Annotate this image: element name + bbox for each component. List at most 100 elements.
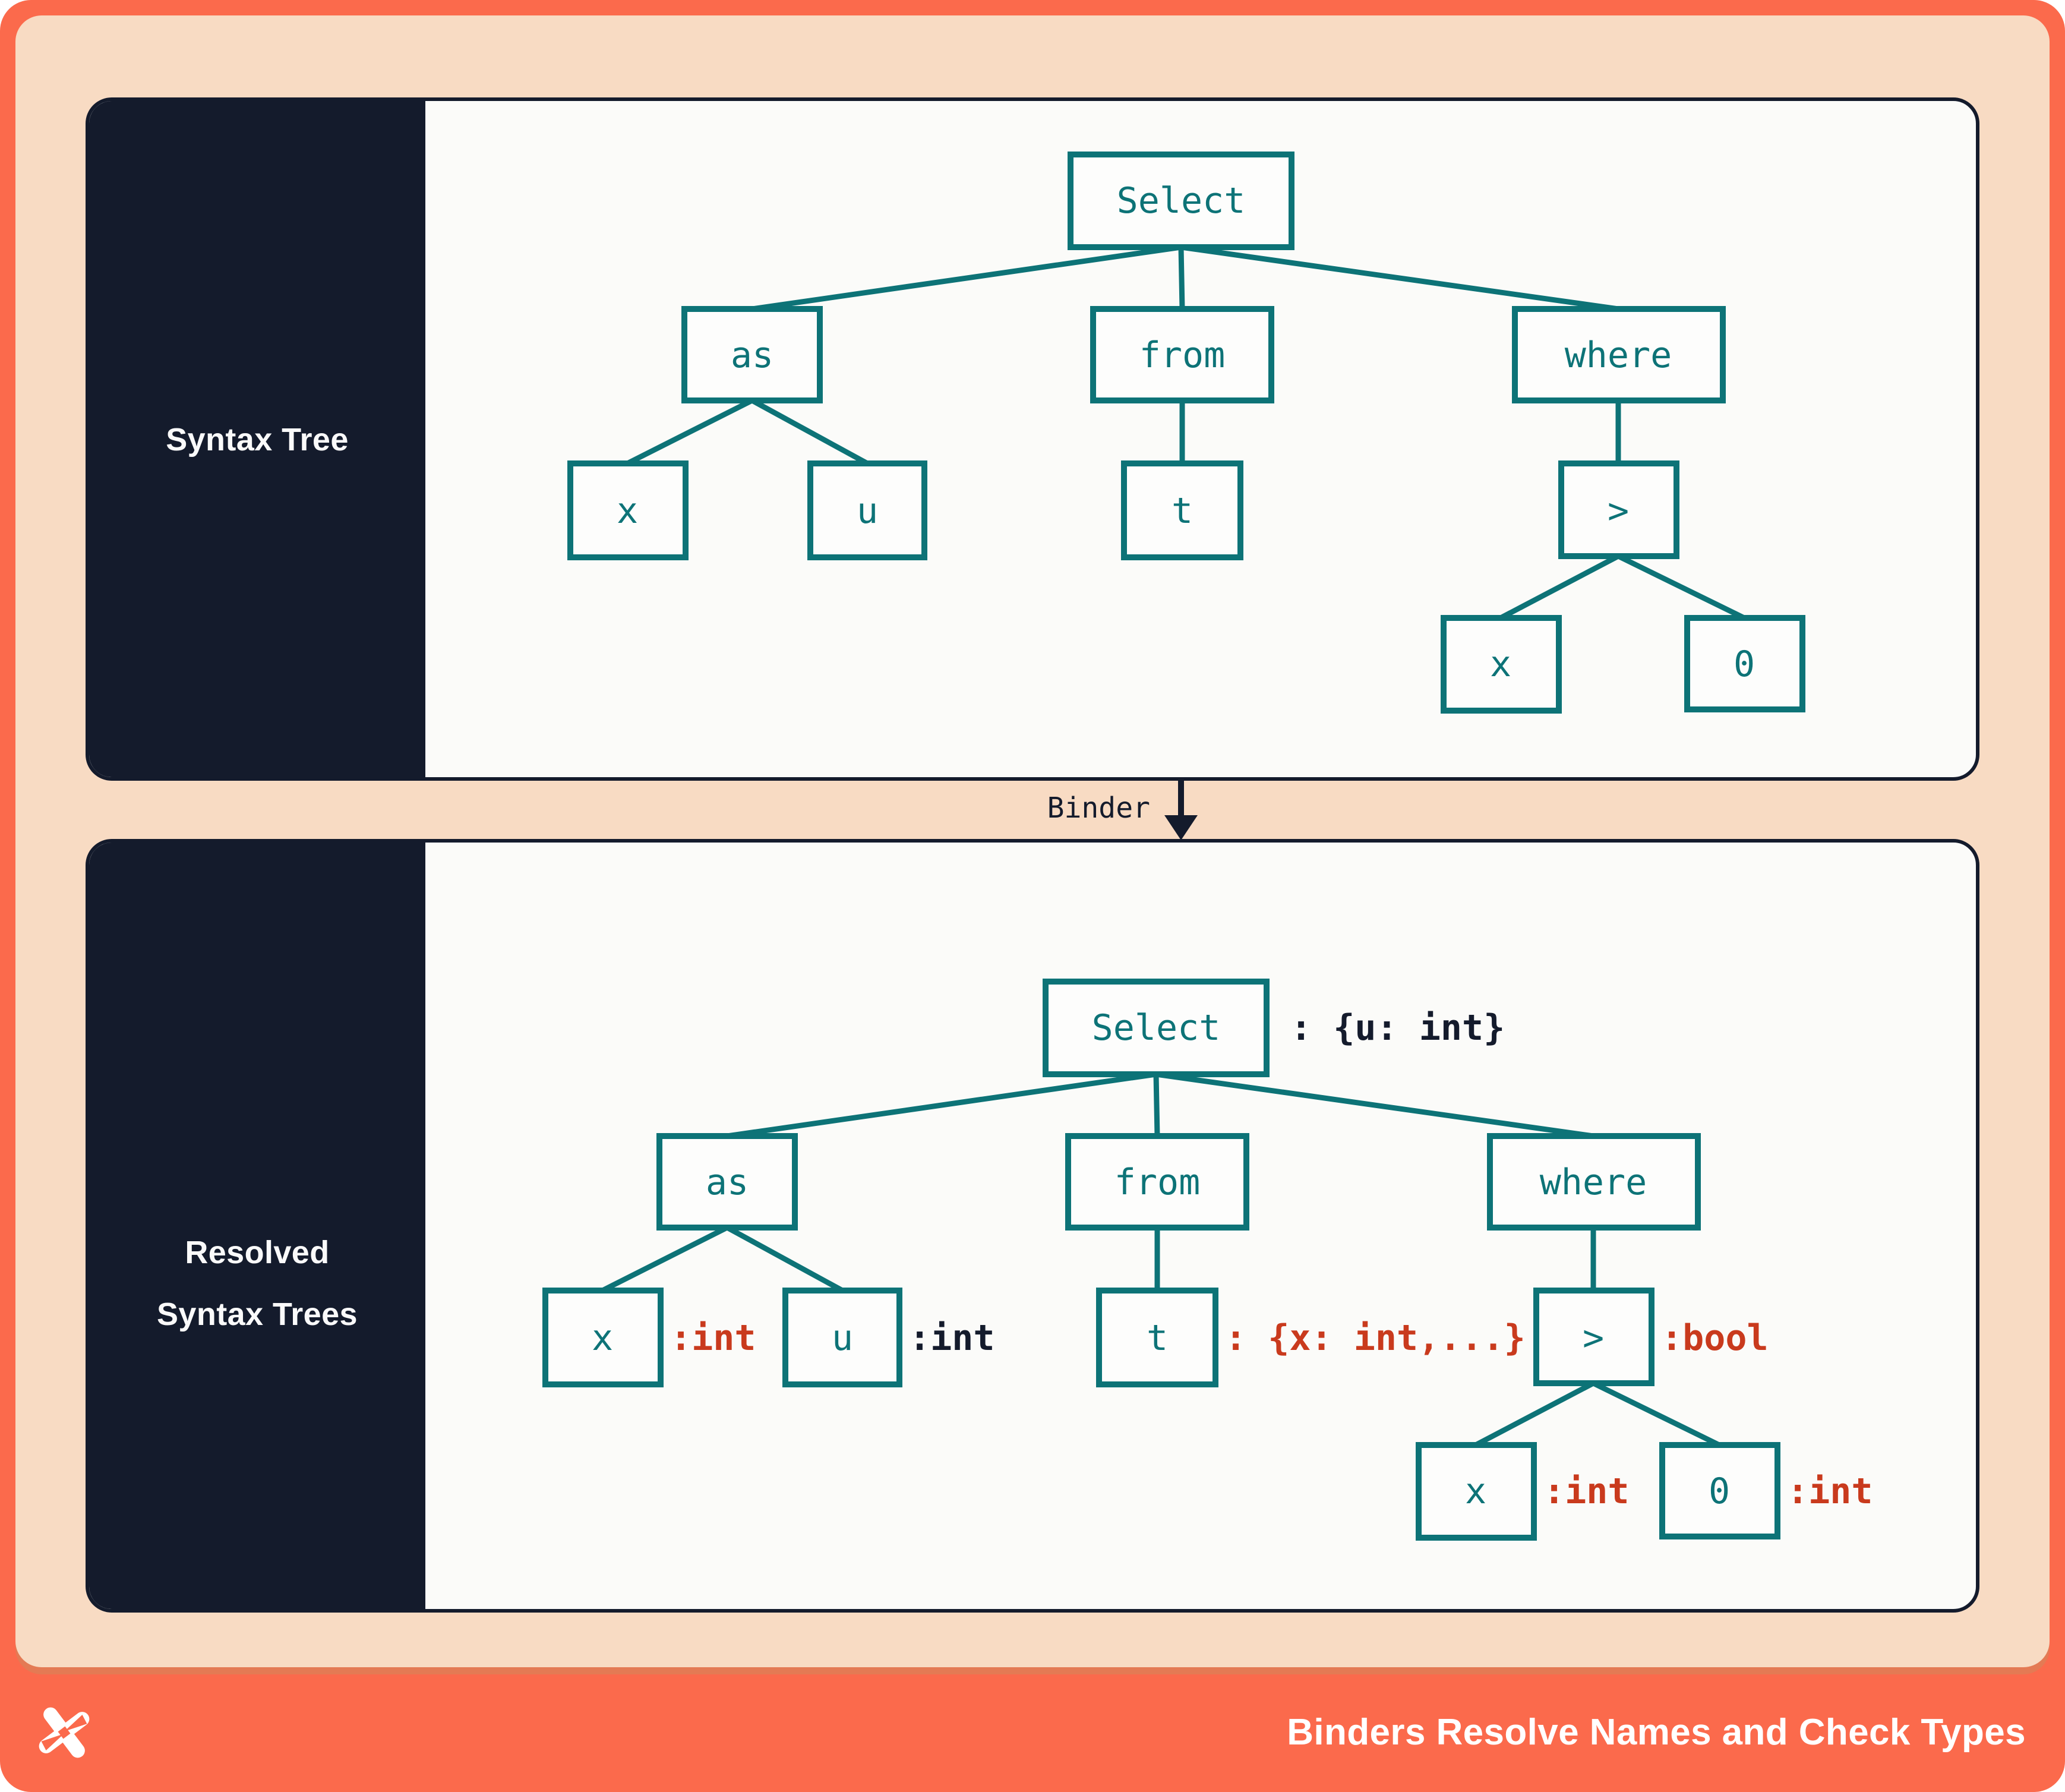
node-label: > [1583,1317,1604,1359]
syntax-tree-figure: Select as from where x [567,152,1805,714]
tree-node-as: as [656,1133,798,1231]
node-box [542,1288,664,1387]
logo-diamond-hole [58,1726,71,1739]
logo-shape [39,1707,90,1758]
tree-node-x2: x [1441,615,1562,714]
binder-label: Binder [1047,791,1150,825]
edge-select-where [1155,1071,1594,1139]
type-annotation-gt: :bool [1661,1317,1769,1359]
pinwheel-x-logo [39,1707,90,1758]
edge-gt-x [1499,554,1620,620]
node-label: as [731,335,773,376]
tree-edges [601,1071,1720,1448]
node-box [656,1133,798,1231]
tree-node-from: from [1065,1133,1249,1231]
tree-node-t: t [1096,1288,1218,1387]
resolved-title-line1: Resolved [185,1234,330,1270]
node-box [1659,1442,1780,1539]
tree-node-t: t [1121,460,1243,560]
resolved-syntax-trees-panel: Select : {u: int} as from where x [86,839,1979,1613]
arrow-head [1164,815,1198,840]
node-label: Select [1117,180,1246,222]
type-annotation-x: :int [670,1317,756,1359]
node-label: x [617,490,638,532]
node-box [681,306,823,403]
edge-gt-zero [1617,553,1745,621]
node-label: t [1147,1317,1168,1359]
resolved-trees-sidebar: Resolved Syntax Trees [89,843,425,1609]
node-label: from [1139,335,1226,376]
node-box [1065,1133,1249,1231]
edge-as-u [750,398,869,466]
node-label: u [857,490,878,532]
edge-as-x [601,1225,729,1293]
syntax-tree-sidebar: Syntax Tree [89,101,425,777]
node-label: where [1565,335,1672,376]
tree-node-u: u [807,460,927,560]
node-box [1441,615,1562,714]
tree-edges [626,244,1745,621]
tree-node-zero: 0 [1659,1442,1780,1539]
tree-node-zero: 0 [1684,615,1805,712]
logo-notch [41,1733,64,1751]
node-label: x [1465,1471,1486,1512]
node-box [1487,1133,1701,1231]
tree-node-u: u [782,1288,902,1387]
edge-select-as [752,244,1182,312]
logo-notch [64,1714,87,1732]
node-label: t [1172,490,1193,532]
node-box [1512,306,1726,403]
tree-node-gt: > [1533,1288,1654,1386]
type-annotation-u: :int [909,1317,995,1359]
edge-select-from [1178,247,1185,310]
type-annotation-select: : {u: int} [1290,1007,1505,1049]
node-box [1090,306,1274,403]
tree-node-as: as [681,306,823,403]
node-label: Select [1092,1007,1221,1049]
node-label: x [592,1317,613,1359]
edge-select-where [1180,244,1619,312]
node-box [1043,979,1270,1077]
tree-node-x: x [567,460,689,560]
binder-arrow-icon [1164,781,1198,840]
node-box [807,460,927,560]
tree-node-where: where [1487,1133,1701,1231]
node-label: 0 [1709,1471,1730,1512]
node-label: as [706,1162,749,1203]
type-annotation-t: : {x: int,...} [1225,1317,1526,1359]
tree-node-select: Select [1043,979,1270,1077]
node-box [1684,615,1805,712]
node-label: 0 [1734,643,1755,685]
node-box [1121,460,1243,560]
edge-as-x [626,397,754,466]
node-box [567,460,689,560]
syntax-tree-title: Syntax Tree [166,421,349,457]
node-box [782,1288,902,1387]
node-box [1558,460,1679,559]
node-label: from [1114,1162,1201,1203]
node-box [1416,1442,1537,1541]
edge-gt-x [1474,1381,1595,1447]
resolved-title-line2: Syntax Trees [156,1296,358,1332]
node-label: where [1540,1162,1647,1203]
tree-node-x: x [542,1288,664,1387]
tree-node-x2: x [1416,1442,1537,1541]
footer-title: Binders Resolve Names and Check Types [1287,1711,2026,1753]
edge-select-from [1153,1074,1160,1137]
node-box [1096,1288,1218,1387]
edge-select-as [727,1071,1157,1139]
edge-as-u [725,1225,844,1293]
tree-node-select: Select [1068,152,1294,250]
node-box [1533,1288,1654,1386]
node-label: > [1608,490,1629,532]
tree-node-where: where [1512,306,1726,403]
resolved-trees-title: Resolved Syntax Trees [157,1221,358,1345]
node-label: u [832,1317,853,1359]
type-annotation-x2: :int [1543,1471,1630,1512]
type-annotation-zero: :int [1787,1471,1873,1512]
node-box [1068,152,1294,250]
resolved-tree-figure: Select : {u: int} as from where x [542,979,1873,1541]
node-label: x [1490,643,1511,685]
tree-node-gt: > [1558,460,1679,559]
